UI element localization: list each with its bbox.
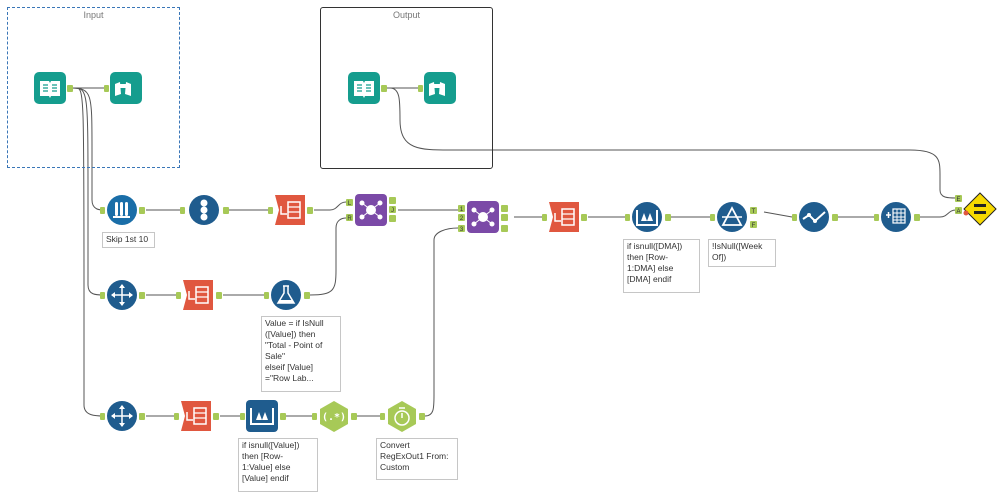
rename-table-icon-2 [176, 280, 222, 310]
union-tool[interactable]: 1 2 3 [458, 200, 514, 236]
filter-true-anchor: T [752, 209, 756, 215]
container-input[interactable]: Input [7, 7, 180, 168]
dynamic-rename-tool-1[interactable] [268, 194, 316, 226]
connection-crosstab-to-test [919, 209, 957, 218]
output-book-icon [348, 72, 387, 104]
join-tool-1[interactable]: L R J [346, 194, 398, 226]
union-anchor-2: 2 [460, 216, 464, 222]
timer-icon [380, 401, 425, 432]
annotation-formula-value: Value = if IsNull ([Value]) then "Total … [261, 316, 341, 392]
container-output[interactable]: Output [320, 7, 493, 169]
input-book-icon [34, 72, 73, 104]
formula-tool[interactable] [264, 279, 312, 311]
filter-tool[interactable]: T F [710, 201, 766, 233]
connection-dynamic-rename-to-join [314, 201, 347, 211]
output-input-data-tool[interactable] [348, 72, 388, 104]
multi-row-icon [240, 400, 286, 432]
dynamic-rename-tool-3[interactable] [174, 400, 222, 432]
output-browse-tool[interactable] [418, 72, 458, 104]
connection-output-to-test-expected [389, 87, 957, 199]
connection-select-convert-to-union [424, 227, 459, 417]
annotation-multirow-dma: if isnull([DMA]) then [Row- 1:DMA] else … [623, 239, 700, 293]
multi-row-formula-tool-value[interactable] [240, 400, 288, 432]
data-cleansing-tool[interactable] [792, 201, 840, 233]
svg-text:(.*): (.*) [322, 412, 346, 423]
connection-filter-to-cleanse [763, 211, 793, 218]
regex-icon: (.*) [312, 401, 357, 432]
regex-tool[interactable]: (.*) [312, 400, 360, 432]
test-expected-anchor: E [956, 197, 960, 203]
join-1-right-anchor: R [347, 216, 352, 222]
numbered-list-icon [180, 195, 229, 225]
rename-table-icon [268, 195, 313, 225]
rename-table-icon-3 [174, 401, 219, 431]
join-network-icon: L R J [346, 194, 396, 226]
join-1-left-anchor: L [348, 201, 352, 207]
select-tool-2[interactable] [100, 279, 148, 311]
annotation-filter-week: !IsNull([Week Of]) [708, 239, 776, 267]
select-crosshair-icon [100, 280, 145, 310]
select-convert-tool[interactable] [380, 400, 428, 432]
equals-diamond-icon: E A [955, 192, 997, 226]
annotation-sample: Skip 1st 10 [102, 232, 155, 248]
dynamic-rename-tool-2[interactable] [176, 279, 226, 311]
filter-false-anchor: F [752, 223, 756, 229]
multi-row-icon-dma [625, 202, 671, 232]
union-network-icon: 1 2 3 [458, 201, 508, 233]
flask-icon [264, 280, 310, 310]
input-data-tool[interactable] [34, 72, 74, 104]
record-id-tool[interactable] [180, 194, 232, 226]
test-actual-anchor: A [956, 209, 960, 215]
container-input-title: Input [83, 10, 104, 20]
test-tubes-icon [100, 195, 145, 225]
join-1-j-anchor: J [391, 208, 394, 214]
union-anchor-3: 3 [460, 227, 464, 233]
filter-triangle-icon: T F [710, 202, 757, 232]
cross-tab-tool[interactable] [874, 201, 922, 233]
annotation-multirow-value: if isnull([Value]) then [Row- 1:Value] e… [238, 438, 318, 492]
browse-tool[interactable] [104, 72, 144, 104]
container-output-title: Output [392, 10, 421, 20]
select-crosshair-icon-3 [100, 401, 145, 431]
output-binoculars-icon [418, 72, 456, 104]
connection-input-to-sample [69, 87, 105, 211]
sample-tool[interactable] [100, 194, 148, 226]
annotation-regex-convert: Convert RegExOut1 From: Custom [376, 438, 458, 480]
connection-input-to-select-2 [73, 87, 105, 296]
select-tool-3[interactable] [100, 400, 148, 432]
connection-formula-to-join-right [309, 217, 347, 296]
union-anchor-1: 1 [460, 207, 464, 213]
connection-input-to-select-3 [75, 87, 105, 417]
multi-row-formula-tool-dma[interactable] [625, 201, 673, 233]
expect-equal-test-tool[interactable]: E A [955, 192, 999, 228]
rename-table-icon-main [542, 202, 587, 232]
binoculars-icon [104, 72, 142, 104]
cleanse-wave-icon [792, 202, 838, 232]
dynamic-rename-tool-main[interactable] [542, 201, 590, 233]
crosstab-grid-icon [874, 202, 920, 232]
